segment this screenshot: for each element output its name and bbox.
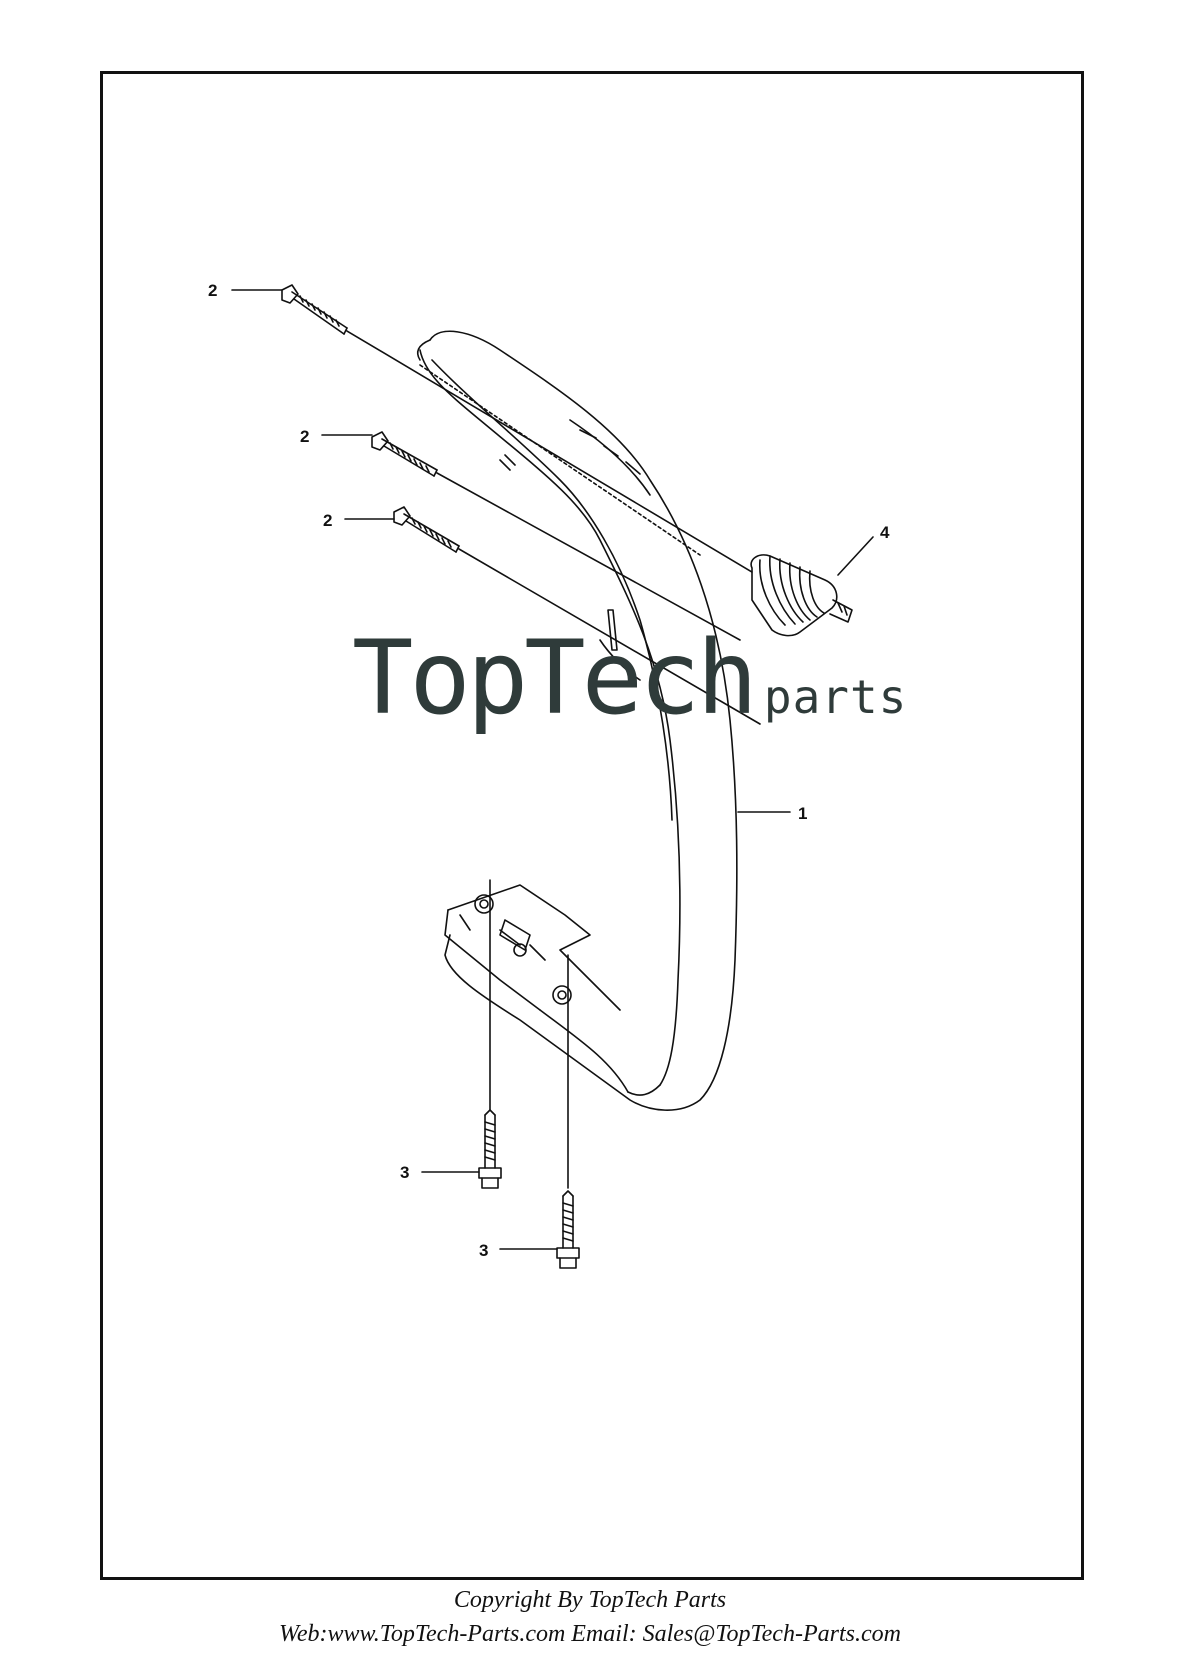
screw-2a xyxy=(281,284,348,335)
callout-2a: 2 xyxy=(208,281,217,300)
screw-3a xyxy=(478,1109,502,1189)
callout-2b: 2 xyxy=(300,427,309,446)
diagram-frame xyxy=(100,71,1084,1580)
front-handle-part xyxy=(416,330,738,1111)
assembly-lines xyxy=(346,330,761,1189)
callout-3a: 3 xyxy=(400,1163,409,1182)
watermark-sub-text: parts xyxy=(763,670,908,724)
screw-3b xyxy=(556,1190,580,1269)
callout-1: 1 xyxy=(798,804,807,823)
footer-copyright: Copyright By TopTech Parts xyxy=(453,1587,727,1613)
toptech-watermark: TopTech parts xyxy=(352,628,907,730)
callout-3b: 3 xyxy=(479,1241,488,1260)
callout-4: 4 xyxy=(880,523,890,542)
screw-2b xyxy=(371,431,438,477)
footer-contact: Web:www.TopTech-Parts.com Email: Sales@T… xyxy=(279,1621,901,1647)
watermark-main-text: TopTech xyxy=(352,619,758,738)
spring-part-4 xyxy=(750,554,853,637)
callout-leaders xyxy=(231,289,874,1250)
screw-2c xyxy=(393,506,460,553)
callout-2c: 2 xyxy=(323,511,332,530)
